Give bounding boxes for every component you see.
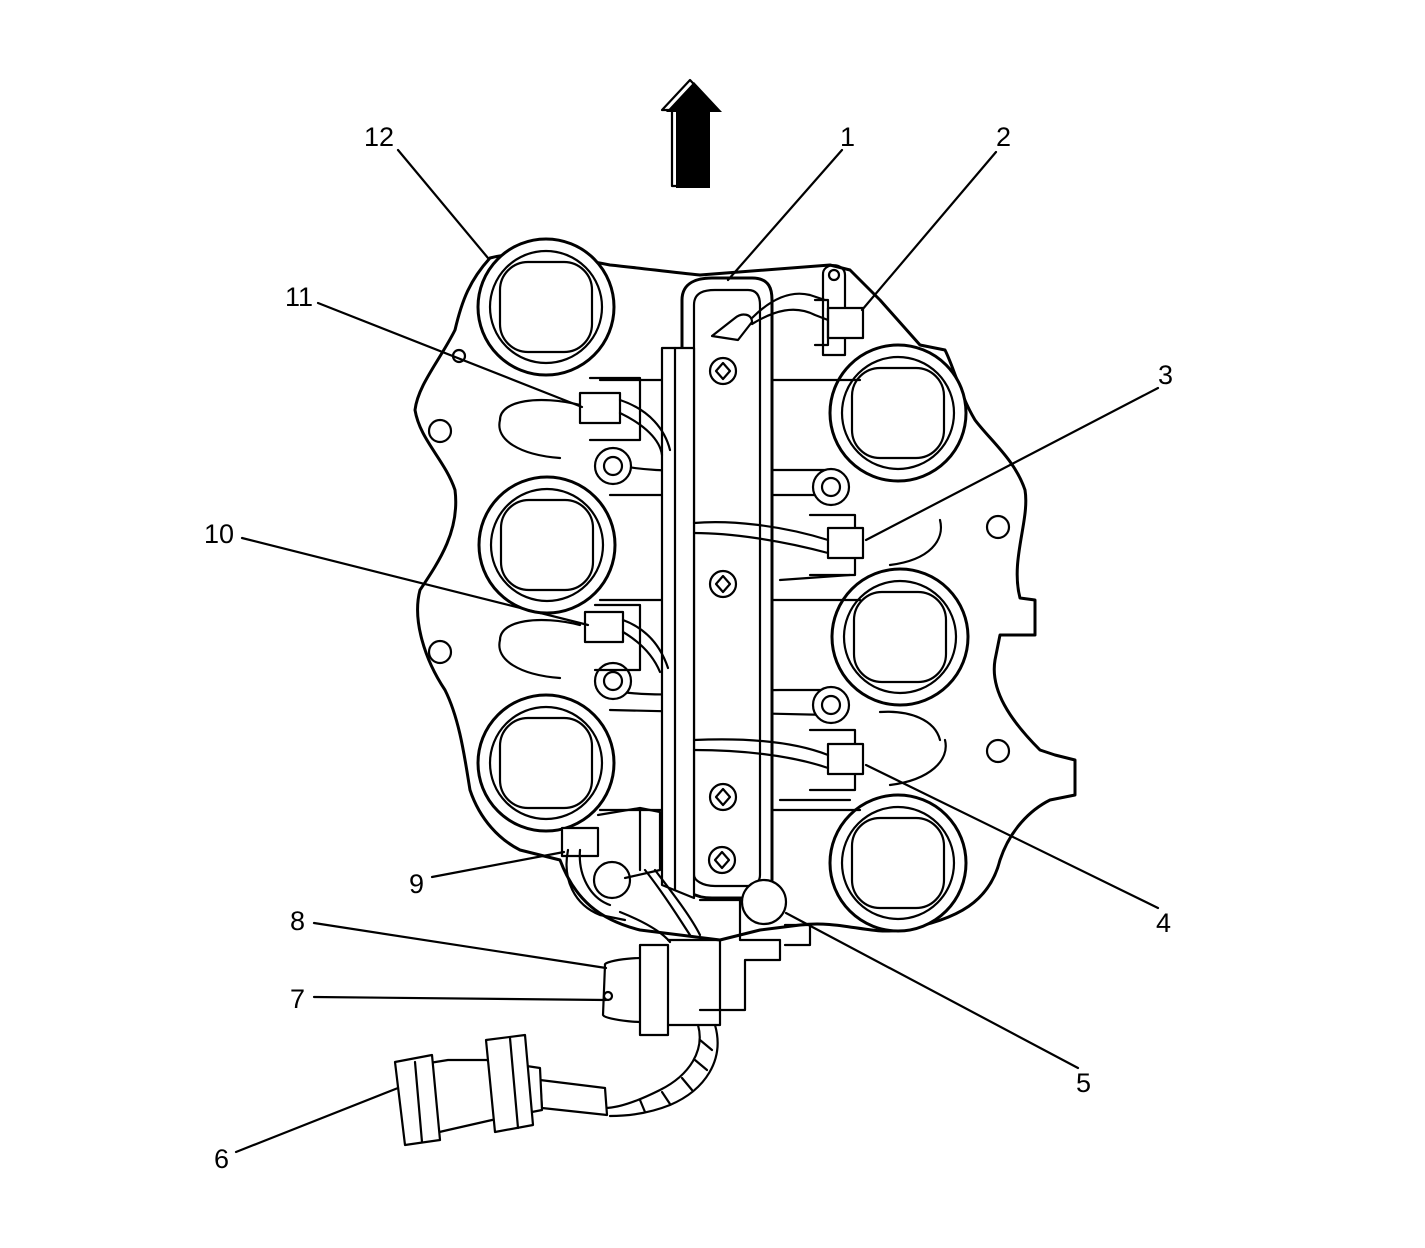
leader-8	[312, 921, 608, 970]
injector-connector-2	[813, 264, 865, 357]
callout-5: 5	[1076, 1068, 1091, 1098]
wiring-harness	[565, 848, 719, 1118]
intake-port-right-3	[828, 793, 968, 933]
leader-lines	[234, 148, 1160, 1154]
harness-connector-6	[393, 1033, 609, 1147]
leader-9	[430, 850, 566, 879]
leader-5	[784, 911, 1080, 1070]
fuel-pressure-fitting-5	[698, 878, 812, 1012]
callout-9: 9	[409, 869, 424, 899]
injector-connector-10	[583, 603, 670, 674]
leader-2	[860, 150, 998, 312]
fuel-rail	[660, 276, 830, 900]
leader-1	[726, 148, 844, 282]
sensor-connector-8	[601, 938, 722, 1037]
intake-port-left-1	[476, 237, 616, 377]
leader-11	[316, 301, 584, 409]
intake-port-right-2	[830, 567, 970, 707]
leader-10	[240, 536, 590, 627]
leader-4	[864, 763, 1160, 910]
callout-3: 3	[1158, 360, 1173, 390]
callout-7: 7	[290, 984, 305, 1014]
callout-4: 4	[1156, 908, 1171, 938]
intake-port-right-1	[828, 343, 968, 483]
leader-3	[864, 386, 1160, 542]
up-arrow-icon	[660, 78, 722, 188]
callout-8: 8	[290, 906, 305, 936]
rail-bolt-2	[708, 569, 738, 599]
injector-connector-3	[692, 513, 865, 577]
intake-port-left-3	[476, 693, 616, 833]
callout-6: 6	[214, 1144, 229, 1174]
callout-labels: 1 2 3 4 5 6 7 8 9 10 11 12	[204, 122, 1173, 1174]
leader-7	[312, 995, 608, 1002]
callout-10: 10	[204, 519, 234, 549]
injector-connector-4	[692, 728, 865, 792]
rail-bolt-1	[708, 356, 738, 386]
intake-port-left-2	[477, 475, 617, 615]
injector-connector-11	[578, 376, 672, 457]
leader-6	[234, 1086, 400, 1154]
leader-12	[396, 148, 490, 260]
callout-2: 2	[996, 122, 1011, 152]
callout-1: 1	[840, 122, 855, 152]
rail-bolt-4	[707, 845, 737, 875]
rail-bolt-3	[708, 782, 738, 812]
callout-12: 12	[364, 122, 394, 152]
callout-11: 11	[285, 282, 313, 312]
